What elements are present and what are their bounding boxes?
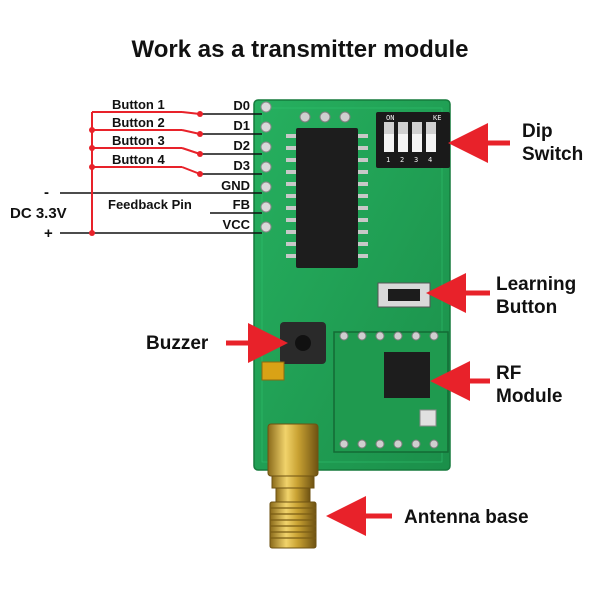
wiring-junctions — [89, 111, 203, 236]
top-pads — [299, 111, 351, 123]
dip-number-2: 2 — [400, 156, 404, 164]
dip-switch-label-line1: Dip — [522, 121, 553, 142]
page-title: Work as a transmitter module — [132, 36, 469, 63]
pin-label-d2: D2 — [233, 138, 250, 153]
feedback-pin-label: Feedback Pin — [108, 197, 192, 212]
dip-number-4: 4 — [428, 156, 432, 164]
pin-label-fb: FB — [233, 197, 250, 212]
button-2-label: Button 2 — [112, 115, 165, 130]
dip-switch-label-line2: Switch — [522, 144, 583, 165]
rf-module-label-line1: RF — [496, 363, 521, 384]
learning-button-label-line2: Button — [496, 297, 557, 318]
dip-ke-label: KE — [433, 114, 441, 122]
pin-label-vcc: VCC — [223, 217, 251, 232]
main-ic-chip — [286, 128, 368, 268]
pin-label-gnd: GND — [221, 178, 250, 193]
rf-module — [333, 331, 449, 453]
button-wiring — [91, 111, 201, 233]
power-plus-symbol: + — [44, 225, 53, 242]
pin-label-d3: D3 — [233, 158, 250, 173]
tantalum-capacitor — [261, 361, 285, 381]
rf-module-label-line2: Module — [496, 386, 563, 407]
callout-arrows — [226, 123, 510, 536]
pin-header — [260, 101, 272, 233]
learning-button — [377, 282, 431, 308]
buzzer-label: Buzzer — [146, 333, 209, 354]
power-minus-symbol: - — [44, 184, 49, 201]
antenna-base-label: Antenna base — [404, 507, 529, 528]
buzzer-component — [280, 322, 326, 364]
pin-label-d1: D1 — [233, 118, 250, 133]
dip-switch — [376, 112, 450, 168]
antenna-sma-connector — [267, 423, 319, 549]
pin-label-d0: D0 — [233, 98, 250, 113]
button-3-label: Button 3 — [112, 133, 165, 148]
power-voltage-label: DC 3.3V — [10, 205, 67, 222]
dip-on-label: ON — [386, 114, 394, 122]
button-1-label: Button 1 — [112, 97, 165, 112]
learning-button-label-line1: Learning — [496, 274, 576, 295]
dip-number-3: 3 — [414, 156, 418, 164]
dip-number-1: 1 — [386, 156, 390, 164]
button-4-label: Button 4 — [112, 152, 165, 167]
